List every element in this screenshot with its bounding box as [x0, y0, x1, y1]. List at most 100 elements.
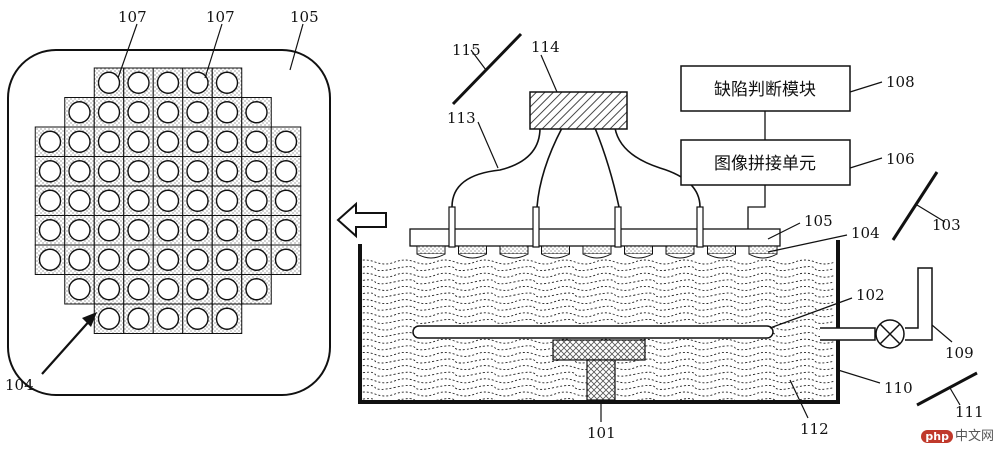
camera-module	[748, 245, 778, 259]
label-113: 113	[447, 109, 476, 127]
camera-module	[624, 245, 653, 259]
camera-cell	[152, 303, 184, 334]
camera-cell	[241, 126, 272, 157]
camera-cell	[64, 244, 95, 275]
support-top	[552, 339, 646, 361]
camera-cell	[270, 244, 302, 275]
label-115: 115	[452, 41, 481, 59]
camera-module	[416, 245, 446, 259]
camera-cell	[123, 67, 154, 98]
wave-line	[362, 305, 834, 311]
camera-cell	[34, 185, 66, 216]
label-107-b: 107	[206, 8, 235, 26]
wave-line	[362, 279, 834, 285]
arrow-104	[41, 317, 93, 375]
camera-cell	[34, 244, 66, 275]
link-106-board	[747, 185, 766, 229]
camera-cell	[241, 156, 272, 187]
watermark-text: 中文网	[954, 429, 994, 444]
leader-110	[837, 369, 881, 384]
label-108: 108	[886, 73, 915, 91]
camera-cell	[123, 185, 154, 216]
wave-line	[362, 318, 834, 324]
label-112: 112	[800, 420, 829, 438]
camera-cell	[123, 126, 154, 157]
camera-cell	[123, 303, 154, 334]
bracket-115	[451, 32, 523, 106]
camera-cell	[182, 156, 213, 187]
bracket-103	[891, 171, 939, 241]
platform-102	[412, 325, 774, 339]
camera-cell	[182, 185, 213, 216]
leader-108	[849, 81, 883, 93]
camera-cell	[241, 185, 272, 216]
view-direction-arrow	[336, 201, 387, 239]
leader-104-top	[767, 234, 848, 253]
camera-cell	[152, 67, 184, 98]
camera-cell	[270, 185, 302, 216]
leader-115	[470, 49, 487, 71]
camera-cell	[64, 274, 95, 305]
leader-109	[931, 324, 953, 343]
leader-113	[477, 121, 499, 169]
label-114: 114	[531, 38, 560, 56]
camera-posts	[448, 206, 704, 248]
camera-cell	[182, 244, 213, 275]
camera-cell	[123, 156, 154, 187]
label-101: 101	[587, 424, 616, 442]
camera-cell	[93, 303, 125, 334]
camera-modules-104	[416, 245, 778, 259]
camera-module	[665, 245, 695, 259]
camera-cell	[93, 215, 125, 246]
support-101	[586, 359, 616, 401]
wave-line	[362, 292, 834, 298]
bracket-111	[916, 371, 978, 407]
label-104-top: 104	[851, 224, 880, 242]
camera-cell	[211, 156, 243, 187]
label-105-top: 105	[290, 8, 319, 26]
camera-cell	[93, 97, 125, 128]
camera-module	[499, 245, 529, 259]
camera-cell	[64, 185, 95, 216]
camera-cell	[123, 274, 154, 305]
camera-cell	[270, 126, 302, 157]
camera-cell	[123, 97, 154, 128]
camera-cell	[123, 215, 154, 246]
valve-109	[820, 267, 933, 349]
camera-cell	[211, 126, 243, 157]
stitch-unit-text: 图像拼接单元	[714, 154, 816, 174]
camera-cell	[182, 303, 213, 334]
camera-cell	[64, 126, 95, 157]
wave-line	[362, 299, 834, 305]
camera-cell	[152, 126, 184, 157]
camera-cell	[34, 126, 66, 157]
camera-cell	[93, 274, 125, 305]
label-109: 109	[945, 344, 974, 362]
label-103: 103	[932, 216, 961, 234]
light-source-114	[529, 91, 628, 130]
leader-107-a	[117, 23, 138, 79]
camera-cell	[123, 244, 154, 275]
label-110: 110	[884, 379, 913, 397]
camera-cell	[270, 156, 302, 187]
defect-module-text: 缺陷判断模块	[714, 80, 816, 100]
leader-107-b	[204, 23, 223, 79]
camera-cell	[93, 185, 125, 216]
defect-judgment-module-108	[680, 65, 851, 112]
camera-cell	[211, 303, 243, 334]
wave-line	[362, 259, 834, 265]
camera-cell	[211, 274, 243, 305]
camera-cell	[93, 126, 125, 157]
camera-cell	[182, 67, 213, 98]
label-106: 106	[886, 150, 915, 168]
leader-112	[789, 379, 809, 419]
leader-103	[916, 204, 946, 223]
leader-102	[769, 297, 853, 329]
camera-cell	[93, 67, 125, 98]
wave-line	[362, 272, 834, 278]
camera-cell	[34, 215, 66, 246]
camera-cell	[93, 156, 125, 187]
watermark-logo: php	[921, 430, 953, 443]
